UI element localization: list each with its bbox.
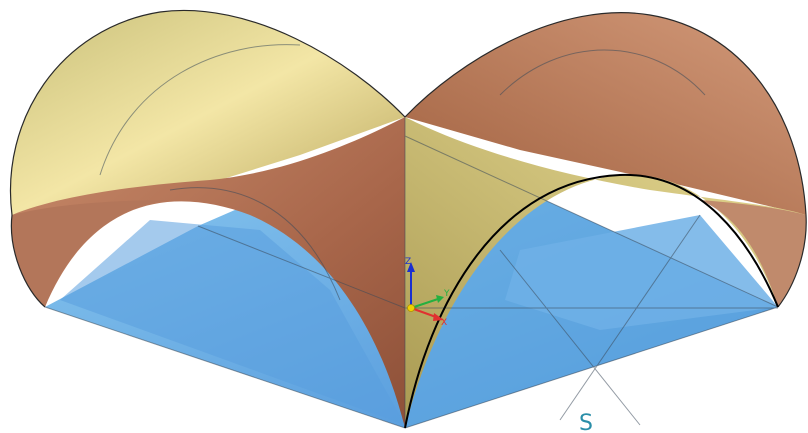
boundary-edges [10,10,807,308]
highlighted-arc[interactable] [404,173,779,429]
vault-back-left[interactable] [10,10,405,216]
vault-front-left-cheek [11,200,170,307]
vault-front-right[interactable] [405,117,806,428]
floor-visible-right [505,215,778,330]
coordinate-axes-icon: Z Y X [405,257,450,328]
axis-z-label: Z [405,257,411,267]
edge-lines [44,44,779,429]
corner-label: S [579,411,593,433]
vault-front-right-cheek [700,200,807,307]
vault-back-right[interactable] [405,12,806,215]
floor-visible-left [60,220,405,425]
axis-y-label: Y [443,289,450,299]
axis-x-label: X [441,318,447,328]
vault-front-left[interactable] [12,117,405,428]
